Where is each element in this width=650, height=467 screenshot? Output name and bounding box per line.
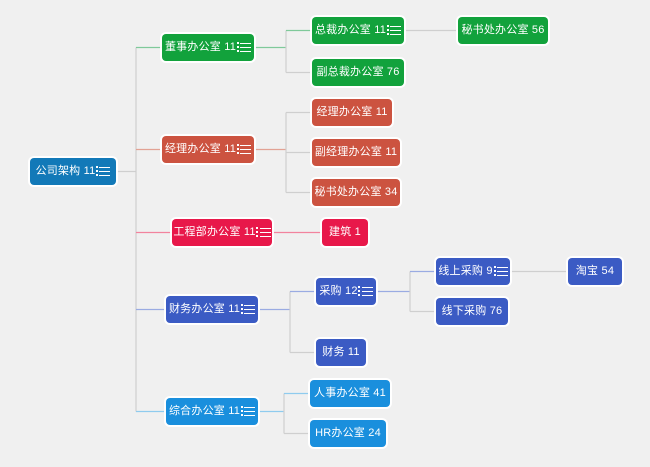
node-label: 综合办公室 11 xyxy=(168,405,241,417)
node-finance-office[interactable]: 财务办公室 11 xyxy=(166,296,258,323)
node-label: 线下采购 76 xyxy=(441,305,503,317)
node-label: 秘书处办公室 34 xyxy=(314,186,398,198)
node-construction[interactable]: 建筑 1 xyxy=(322,219,368,246)
node-finance[interactable]: 财务 11 xyxy=(316,339,366,366)
node-offline-procurement[interactable]: 线下采购 76 xyxy=(436,298,508,325)
list-icon[interactable] xyxy=(236,42,252,53)
node-label: 采购 12 xyxy=(319,285,358,297)
node-deputy-manager-office[interactable]: 副经理办公室 11 xyxy=(312,139,400,166)
node-label: 人事办公室 41 xyxy=(314,387,386,399)
node-root[interactable]: 公司架构 11 xyxy=(30,158,116,185)
list-icon[interactable] xyxy=(236,144,252,155)
list-icon[interactable] xyxy=(386,25,402,36)
node-engineering-office[interactable]: 工程部办公室 11 xyxy=(172,219,272,246)
node-label: 工程部办公室 11 xyxy=(173,226,256,238)
node-label: 财务 11 xyxy=(322,346,360,358)
node-online-procurement[interactable]: 线上采购 9 xyxy=(436,258,510,285)
node-label: 经理办公室 11 xyxy=(164,143,237,155)
node-board-office[interactable]: 董事办公室 11 xyxy=(162,34,254,61)
list-icon[interactable] xyxy=(493,266,508,277)
list-icon[interactable] xyxy=(240,304,256,315)
list-icon[interactable] xyxy=(96,166,111,177)
node-hr-office[interactable]: HR办公室 24 xyxy=(310,420,386,447)
node-vice-president-office[interactable]: 副总裁办公室 76 xyxy=(312,59,404,86)
node-label: 线上采购 9 xyxy=(438,265,493,277)
list-icon[interactable] xyxy=(240,406,256,417)
node-label: 秘书处办公室 56 xyxy=(461,24,545,36)
node-label: 总裁办公室 11 xyxy=(314,24,387,36)
node-secretariat-56[interactable]: 秘书处办公室 56 xyxy=(458,17,548,44)
node-label: 董事办公室 11 xyxy=(164,41,237,53)
node-procurement[interactable]: 采购 12 xyxy=(316,278,376,305)
node-manager-office-child[interactable]: 经理办公室 11 xyxy=(312,99,392,126)
node-label: 经理办公室 11 xyxy=(316,106,388,118)
node-taobao[interactable]: 淘宝 54 xyxy=(568,258,622,285)
node-label: 财务办公室 11 xyxy=(168,303,241,315)
node-label: 副总裁办公室 76 xyxy=(316,66,400,78)
list-icon[interactable] xyxy=(358,286,373,297)
node-label: 建筑 1 xyxy=(329,226,361,238)
node-president-office[interactable]: 总裁办公室 11 xyxy=(312,17,404,44)
node-label: 副经理办公室 11 xyxy=(314,146,398,158)
list-icon[interactable] xyxy=(256,227,271,238)
node-manager-office[interactable]: 经理办公室 11 xyxy=(162,136,254,163)
node-label: 淘宝 54 xyxy=(575,265,615,277)
node-secretariat-34[interactable]: 秘书处办公室 34 xyxy=(312,179,400,206)
node-label: HR办公室 24 xyxy=(315,427,381,439)
node-label: 公司架构 11 xyxy=(35,165,96,177)
node-personnel-office[interactable]: 人事办公室 41 xyxy=(310,380,390,407)
node-general-office[interactable]: 综合办公室 11 xyxy=(166,398,258,425)
